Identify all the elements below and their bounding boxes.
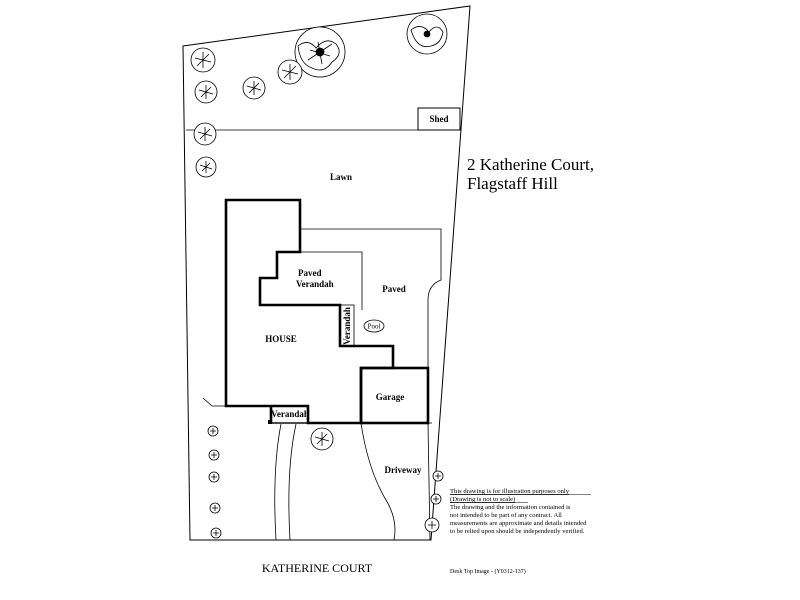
reference-code: Desk Top Image - (Y0312-137) [450,568,526,575]
front-path [274,423,297,541]
paved-verandah-label-line1: Paved [298,268,322,278]
side-verandah-label: Verandah [342,307,352,345]
tree-icon [208,471,220,483]
paved-verandah-outline [300,251,363,310]
side-verandah [339,304,355,347]
lawn-label: Lawn [330,172,352,182]
tree-icon [277,59,303,85]
title-line2: Flagstaff Hill [467,174,558,193]
driveway [360,422,431,541]
svg-text:not intended to be part of any: not intended to be part of any contract.… [450,512,562,519]
front-building-line [202,397,432,424]
tree-icon [310,427,334,451]
tree-icon [432,470,444,482]
tree-icon [424,517,440,533]
svg-text:measurements are approximate a: measurements are approximate and details… [450,520,587,527]
garage-label: Garage [376,392,405,402]
tree-icon [294,26,346,78]
svg-text:The drawing and the informatio: The drawing and the information containe… [450,504,571,511]
tree-icon [208,449,220,461]
tree-icon [430,493,442,505]
title-line1: 2 Katherine Court, [467,155,594,174]
paved-label: Paved [382,284,406,294]
trees [190,13,448,539]
property-boundary [182,5,471,541]
tree-icon [193,122,217,146]
tree-icon [406,13,448,55]
tree-icon [209,502,221,514]
svg-text:This drawing is for illustrati: This drawing is for illustration purpose… [450,488,570,495]
paved-verandah-label-line2: Verandah [296,279,334,289]
tree-icon [242,76,266,100]
house-label: HOUSE [265,334,297,344]
street-name: KATHERINE COURT [262,561,373,575]
svg-text:to be relied upon should be in: to be relied upon should be independentl… [450,528,585,535]
tree-icon [207,425,219,437]
pool-label: Pool [368,323,381,331]
paved-area-outline [300,228,442,368]
shed-label: Shed [429,114,448,124]
pool [363,319,385,333]
svg-text:(Drawing is not to scale): (Drawing is not to scale) [450,496,515,503]
tree-icon [194,80,218,104]
tree-icon [190,47,216,73]
driveway-label: Driveway [385,465,422,475]
disclaimer: This drawing is for illustration purpose… [450,488,587,535]
shed [417,107,461,131]
front-verandah-label: Verandah [271,409,309,419]
house-outline [224,198,395,425]
front-verandah [270,405,309,424]
garage [359,366,430,425]
verandah-post [268,420,272,424]
tree-icon [195,156,217,178]
tree-icon [210,527,222,539]
